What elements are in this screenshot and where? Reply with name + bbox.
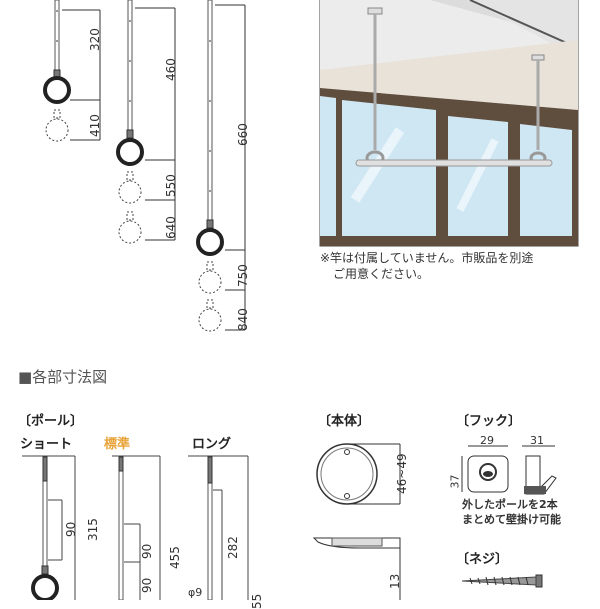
hook-caption-line-1: 外したポールを2本 bbox=[462, 498, 558, 511]
hook-heading: 〔フック〕 bbox=[456, 414, 522, 429]
pole-standard-label: 標準 bbox=[104, 437, 131, 452]
pole-short-label: ショート bbox=[20, 437, 73, 452]
pole-heading: 〔ポール〕 bbox=[18, 414, 84, 429]
note-line-1: ※竿は付属していません。市販品を別途 bbox=[320, 251, 534, 265]
hook-caption-line-2: まとめて壁掛け可能 bbox=[462, 513, 561, 526]
hook-dim-29: 29 bbox=[480, 434, 494, 447]
long-pole-drawing bbox=[196, 0, 246, 332]
pole-long-dim-diameter: φ9 bbox=[188, 586, 203, 599]
pole-long-label: ロング bbox=[192, 437, 232, 452]
short-pole-drawing bbox=[43, 0, 101, 142]
body-heading: 〔本体〕 bbox=[318, 414, 371, 429]
standard-pole-drawing bbox=[116, 0, 176, 244]
hook-dim-31: 31 bbox=[530, 434, 544, 447]
screw-heading: 〔ネジ〕 bbox=[456, 552, 509, 567]
note-line-2: ご用意ください。 bbox=[333, 267, 430, 281]
section-title: ■各部寸法図 bbox=[18, 368, 108, 386]
